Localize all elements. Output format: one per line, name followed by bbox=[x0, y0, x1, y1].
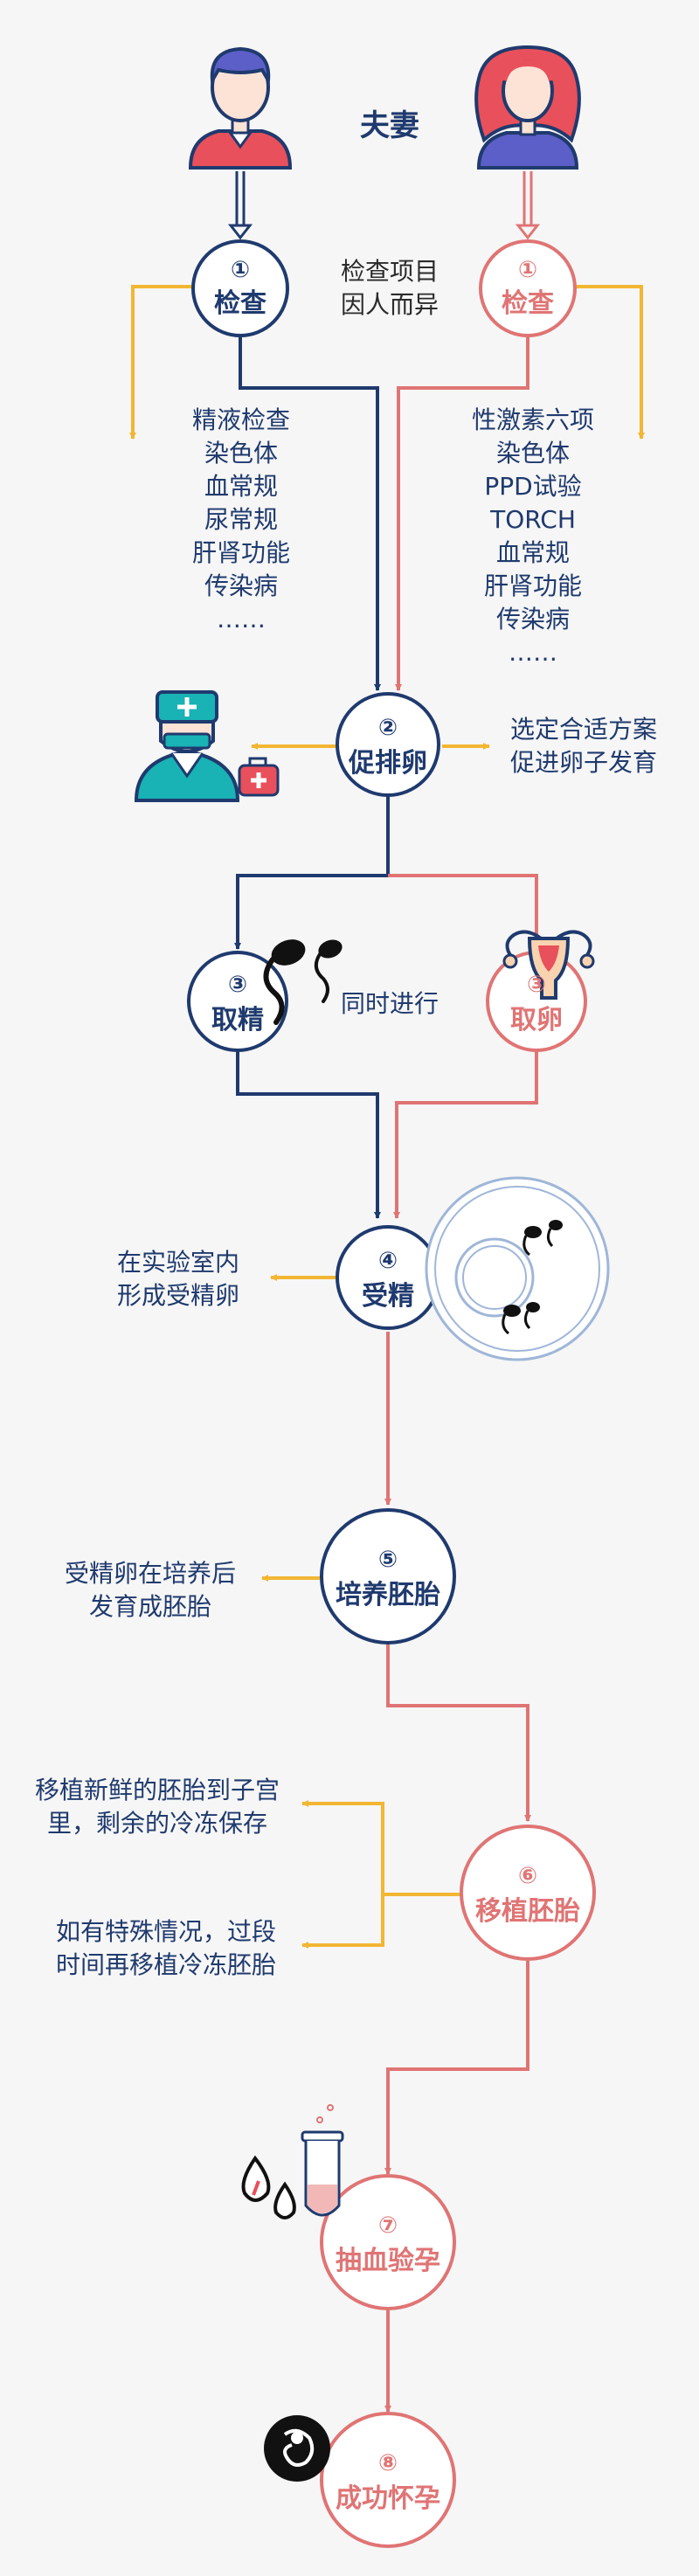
transfer-fresh-line: 移植新鲜的胚胎到子宫 bbox=[34, 1776, 280, 1804]
step5-circle bbox=[320, 1508, 456, 1645]
female-to-ovulation-line bbox=[395, 336, 529, 691]
uterus-icon bbox=[502, 930, 595, 1000]
step5-number: ⑤ bbox=[377, 1547, 398, 1573]
step6-number: ⑥ bbox=[517, 1863, 537, 1889]
step6-circle bbox=[460, 1825, 596, 1961]
ovulation-to-sperm-line bbox=[234, 793, 390, 950]
male-exam-branch bbox=[129, 285, 194, 440]
blood-drop-icon bbox=[241, 2155, 296, 2219]
step1-female-label: 检查 bbox=[502, 288, 554, 319]
step2-label: 促排卵 bbox=[349, 748, 427, 779]
fetus-icon bbox=[264, 2415, 330, 2482]
male-exam-item: 肝肾功能 bbox=[191, 538, 290, 567]
step8-number: ⑧ bbox=[377, 2450, 398, 2476]
female-exam-item: …… bbox=[509, 638, 557, 667]
female-exam-branch bbox=[575, 285, 645, 440]
male-to-ovulation-line bbox=[239, 336, 381, 691]
step8-label: 成功怀孕 bbox=[336, 2483, 440, 2514]
step4-number: ④ bbox=[377, 1248, 398, 1274]
ovulation-note-line: 促进卵子发育 bbox=[509, 748, 657, 777]
step1-male-circle bbox=[191, 239, 289, 337]
transfer-frozen-line: 如有特殊情况，过段 bbox=[55, 1917, 276, 1946]
female-exam-item: 染色体 bbox=[495, 439, 570, 467]
culture-note-line: 受精卵在培养后 bbox=[64, 1559, 236, 1588]
step1-female-circle bbox=[479, 239, 577, 337]
step7-circle bbox=[320, 2174, 456, 2310]
transfer-to-blood-test-line bbox=[384, 1961, 529, 2175]
transfer-fresh-line: 里，剩余的冷冻保存 bbox=[46, 1809, 267, 1838]
step3-female-number: ③ bbox=[526, 972, 546, 998]
ovulation-note-line: 选定合适方案 bbox=[509, 715, 657, 744]
sperm-to-fertilization-line bbox=[236, 1050, 381, 1219]
husband-arrow bbox=[227, 171, 253, 240]
ovulation-to-egg-line bbox=[388, 874, 540, 950]
step2-circle bbox=[336, 692, 440, 797]
egg-to-fertilization-line bbox=[393, 1050, 538, 1219]
step7-label: 抽血验孕 bbox=[336, 2246, 440, 2276]
male-exam-item: 尿常规 bbox=[204, 505, 278, 534]
step7-number: ⑦ bbox=[377, 2212, 398, 2239]
step1-male-number: ① bbox=[230, 257, 250, 283]
female-exam-item: TORCH bbox=[490, 505, 576, 534]
step1-female-number: ① bbox=[517, 257, 537, 283]
step4-label: 受精 bbox=[362, 1281, 414, 1312]
male-exam-list: 精液检查 染色体 血常规 尿常规 肝肾功能 传染病 …… bbox=[154, 404, 329, 636]
exam-note: 检查项目 因人而异 bbox=[320, 255, 460, 322]
exam-note-line: 检查项目 bbox=[340, 257, 439, 286]
step5-label: 培养胚胎 bbox=[336, 1580, 440, 1610]
step2-number: ② bbox=[377, 715, 398, 741]
fertilization-note-line: 在实验室内 bbox=[116, 1248, 239, 1277]
wife-arrow bbox=[515, 171, 541, 240]
couple-title: 夫妻 bbox=[360, 108, 419, 143]
transfer-frozen-arrow bbox=[301, 1894, 384, 1949]
test-tube-icon bbox=[301, 2104, 344, 2217]
female-exam-item: 肝肾功能 bbox=[483, 571, 582, 600]
step1-male-label: 检查 bbox=[214, 288, 266, 319]
ovulation-note: 选定合适方案 促进卵子发育 bbox=[496, 713, 671, 779]
fertilization-note-line: 形成受精卵 bbox=[116, 1281, 239, 1310]
sperm-icon bbox=[263, 939, 343, 1025]
husband-avatar bbox=[188, 46, 293, 170]
transfer-fresh-note: 移植新鲜的胚胎到子宫 里，剩余的冷冻保存 bbox=[26, 1774, 288, 1840]
step3-male-circle bbox=[187, 951, 288, 1052]
female-exam-item: PPD试验 bbox=[484, 472, 582, 501]
male-exam-item: 染色体 bbox=[204, 439, 278, 467]
step3-male-label: 取精 bbox=[211, 1005, 264, 1035]
step4-circle bbox=[336, 1225, 440, 1330]
female-exam-list: 性激素六项 染色体 PPD试验 TORCH 血常规 肝肾功能 传染病 …… bbox=[446, 404, 620, 669]
male-exam-item: 传染病 bbox=[204, 571, 278, 600]
petri-dish-icon bbox=[425, 1176, 610, 1361]
step3-male-number: ③ bbox=[227, 972, 247, 998]
doctor-icon bbox=[134, 690, 240, 802]
culture-note: 受精卵在培养后 发育成胚胎 bbox=[54, 1557, 246, 1624]
simultaneous-note: 同时进行 bbox=[340, 989, 439, 1018]
transfer-fresh-arrow bbox=[301, 1800, 463, 1896]
transfer-frozen-note: 如有特殊情况，过段 时间再移植冷冻胚胎 bbox=[44, 1915, 288, 1982]
female-exam-item: 传染病 bbox=[495, 605, 570, 634]
fertilization-note: 在实验室内 形成受精卵 bbox=[91, 1246, 266, 1312]
culture-note-line: 发育成胚胎 bbox=[88, 1592, 211, 1621]
male-exam-item: 精液检查 bbox=[191, 405, 290, 434]
male-exam-item: …… bbox=[217, 605, 266, 634]
first-aid-kit-icon bbox=[238, 757, 280, 797]
step3-female-label: 取卵 bbox=[510, 1005, 563, 1035]
male-exam-item: 血常规 bbox=[204, 472, 278, 501]
exam-note-line: 因人而异 bbox=[340, 290, 439, 319]
female-exam-item: 血常规 bbox=[495, 538, 570, 567]
transfer-frozen-line: 时间再移植冷冻胚胎 bbox=[55, 1950, 276, 1979]
step6-label: 移植胚胎 bbox=[475, 1896, 580, 1927]
step8-circle bbox=[320, 2412, 456, 2548]
wife-avatar bbox=[474, 45, 581, 170]
female-exam-item: 性激素六项 bbox=[471, 405, 594, 434]
culture-to-transfer-line bbox=[386, 1643, 531, 1822]
